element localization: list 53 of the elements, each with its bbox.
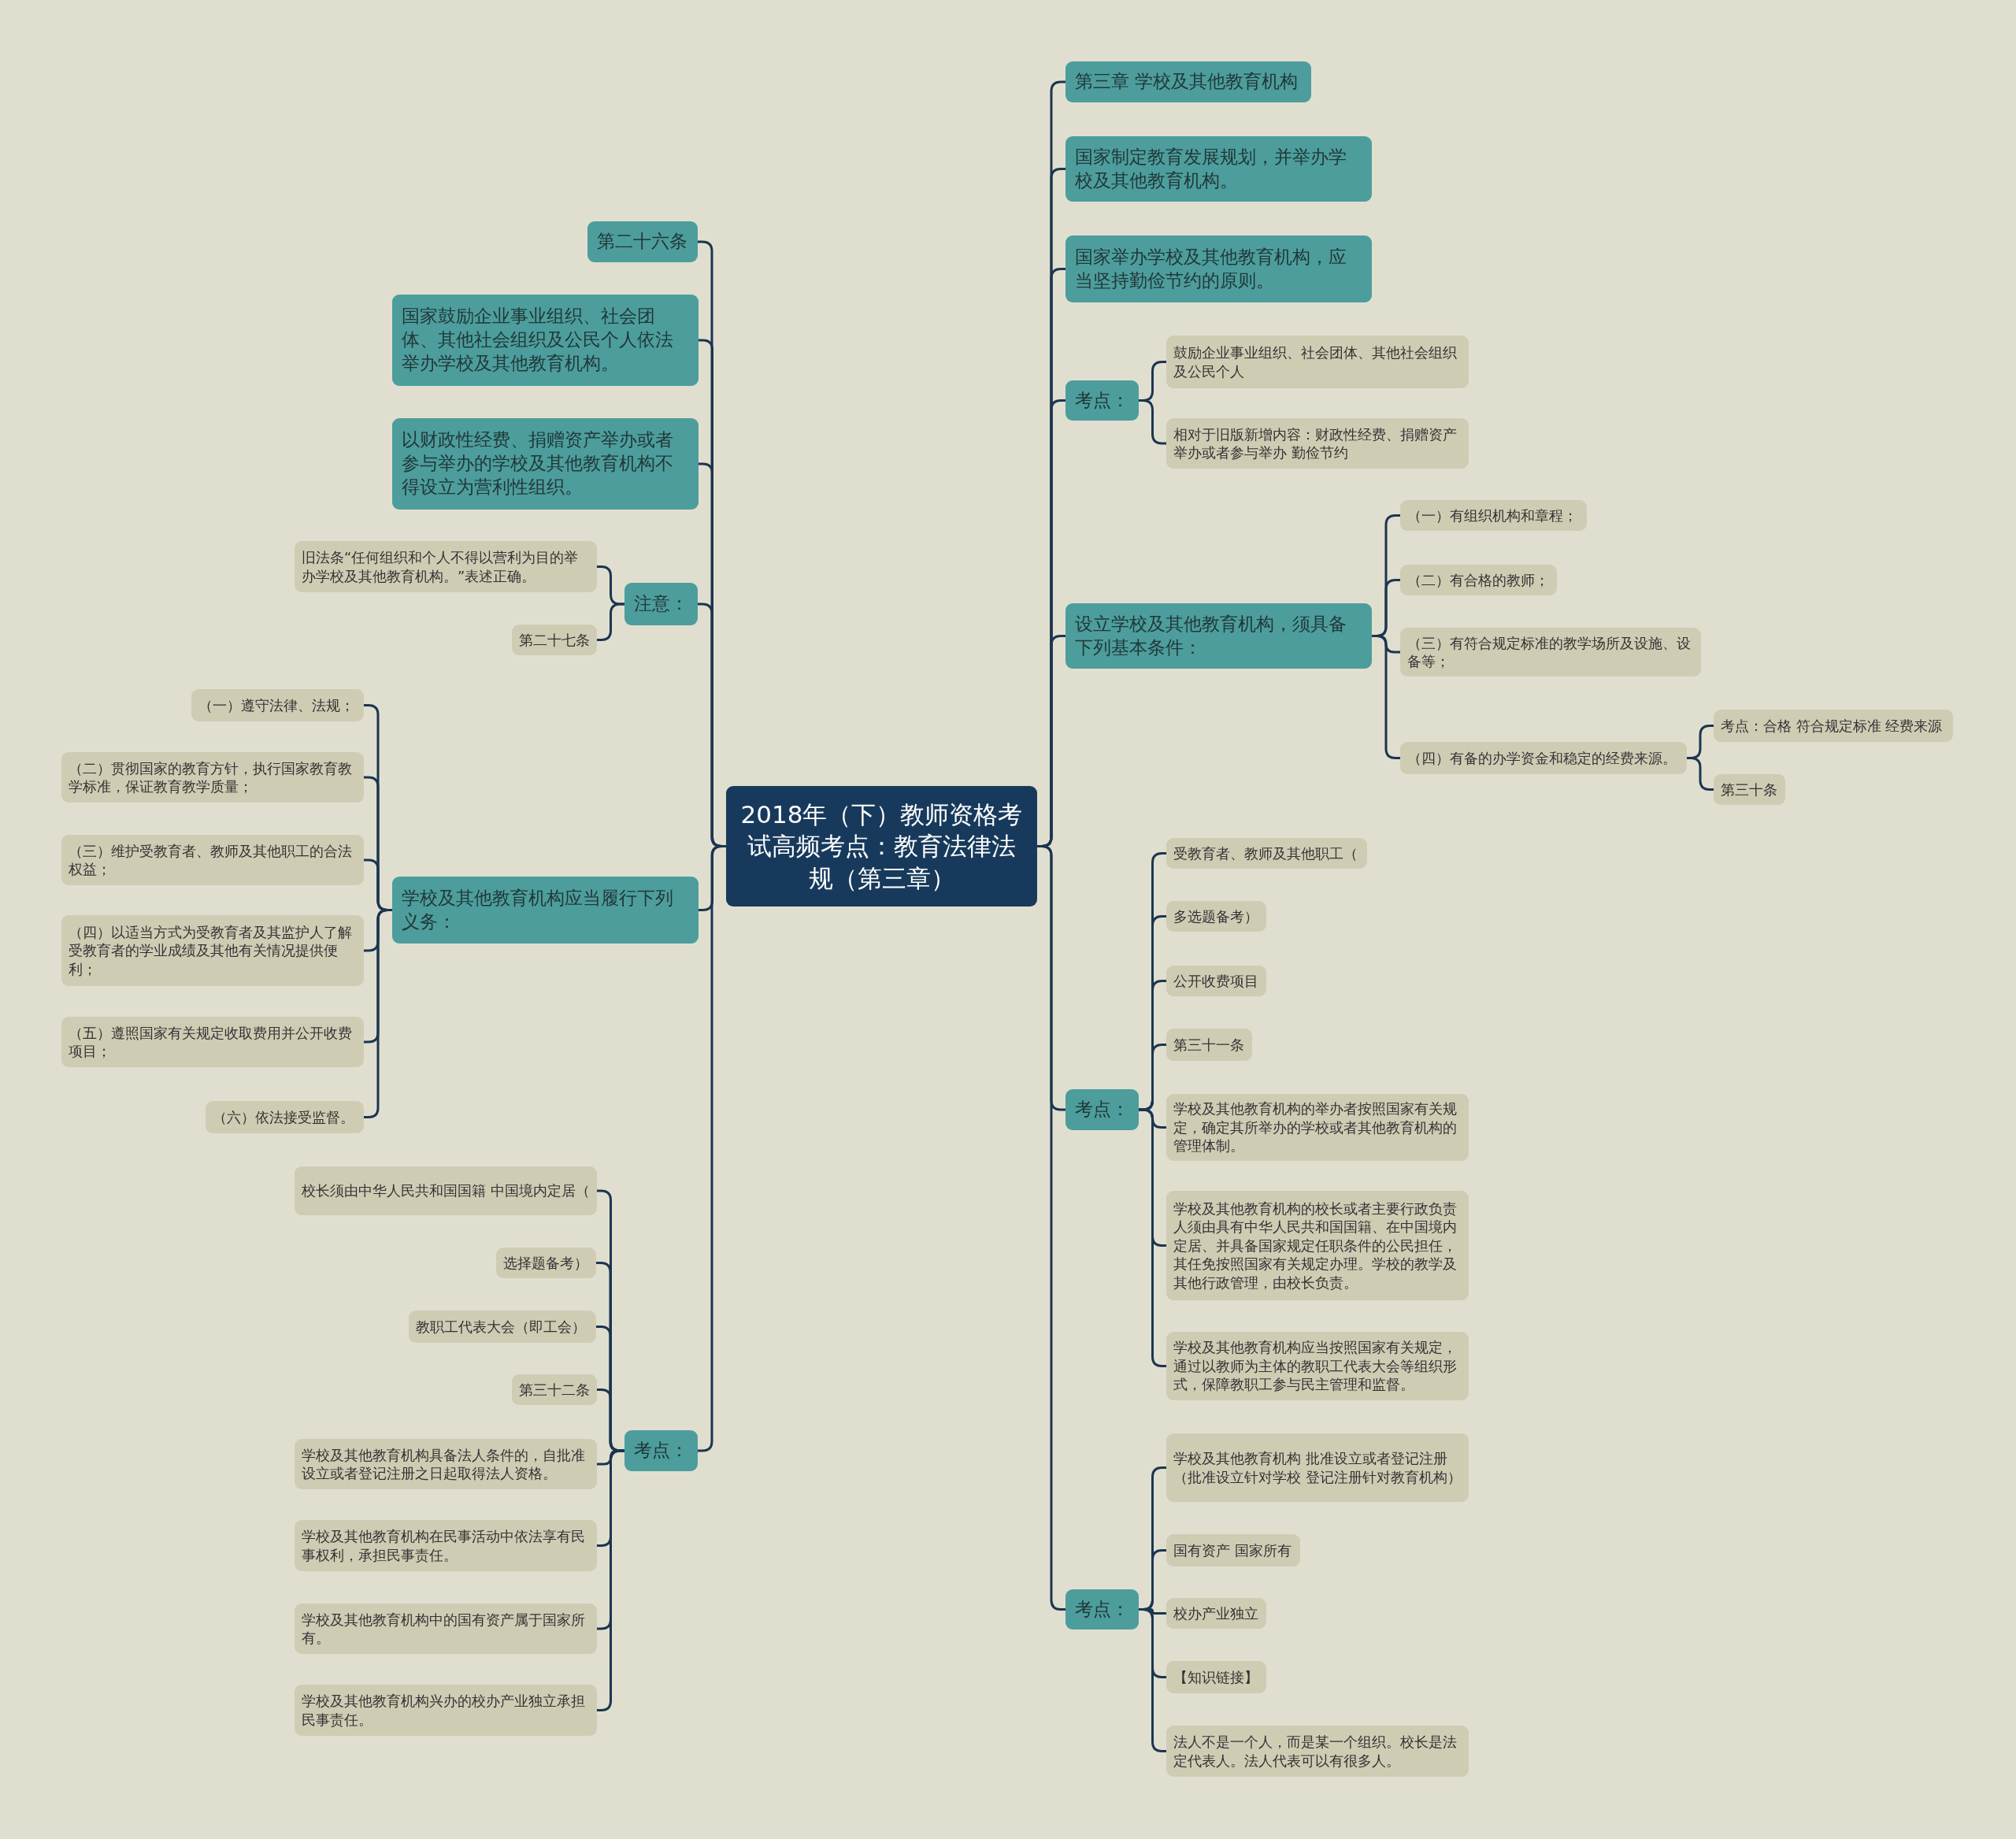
subtopic-box: 教职工代表大会（即工会） [409,1311,596,1343]
topic-box: 第二十六条 [587,221,698,262]
subtopic-box: 校长须由中华人民共和国国籍 中国境内定居（ [295,1166,597,1215]
subtopic-box: 学校及其他教育机构中的国有资产属于国家所有。 [295,1604,597,1654]
topic-box: 设立学校及其他教育机构，须具备下列基本条件： [1065,603,1372,669]
subtopic-box: （二）贯彻国家的教育方针，执行国家教育教学标准，保证教育教学质量； [61,752,364,803]
topic-box: 考点： [624,1430,698,1471]
subtopic-box: 鼓励企业事业组织、社会团体、其他社会组织及公民个人 [1166,336,1469,388]
topic-box: 考点： [1065,380,1139,421]
subtopic-box: 考点：合格 符合规定标准 经费来源 [1714,710,1953,742]
subtopic-box: 选择题备考） [496,1248,596,1278]
subtopic-box: 学校及其他教育机构 批准设立或者登记注册（批准设立针对学校 登记注册针对教育机构） [1166,1433,1469,1502]
subtopic-box: 学校及其他教育机构的校长或者主要行政负责人须由具有中华人民共和国国籍、在中国境内定居、并具备国家规定任职条件的公民担任，其任免按照国家有关规定办理。学校的教学及其他行政管理，由校长负责。 [1166,1191,1469,1300]
connector-line [1372,635,1400,759]
topic-box: 考点： [1065,1589,1139,1630]
subtopic-box: （二）有合格的教师； [1400,565,1557,595]
subtopic-box: 第三十一条 [1166,1029,1252,1061]
subtopic-box: （三）维护受教育者、教师及其他职工的合法权益； [61,835,364,885]
subtopic-box: （六）依法接受监督。 [206,1101,364,1133]
topic-box: 注意： [624,583,698,625]
subtopic-box: 公开收费项目 [1166,966,1266,996]
subtopic-box: 学校及其他教育机构兴办的校办产业独立承担民事责任。 [295,1685,597,1736]
connector-line [1687,757,1714,791]
subtopic-box: 多选题备考） [1166,901,1266,932]
subtopic-box: （五）遵照国家有关规定收取费用并公开收费项目； [61,1017,364,1067]
topic-box: 学校及其他教育机构应当履行下列义务： [392,877,699,944]
subtopic-box: 法人不是一个人，而是某一个组织。校长是法定代表人。法人代表可以有很多人。 [1166,1726,1469,1777]
subtopic-box: 第二十七条 [512,625,597,655]
subtopic-box: 旧法条“任何组织和个人不得以营利为目的举办学校及其他教育机构。”表述正确。 [295,541,597,592]
subtopic-box: 第三十条 [1714,774,1785,805]
topic-box: 第三章 学校及其他教育机构 [1065,61,1311,102]
connector-line [597,602,624,641]
topic-box: 以财政性经费、捐赠资产举办或者参与举办的学校及其他教育机构不得设立为营利性组织。 [392,418,699,510]
topic-box: 国家制定教育发展规划，并举办学校及其他教育机构。 [1065,136,1372,202]
subtopic-box: （一）遵守法律、法规； [191,689,364,721]
subtopic-box: 受教育者、教师及其他职工（ [1166,838,1367,869]
subtopic-box: 国有资产 国家所有 [1166,1534,1300,1566]
subtopic-box: 学校及其他教育机构在民事活动中依法享有民事权利，承担民事责任。 [295,1520,597,1571]
subtopic-box: （一）有组织机构和章程； [1400,500,1587,531]
subtopic-box: 学校及其他教育机构具备法人条件的，自批准设立或者登记注册之日起取得法人资格。 [295,1439,597,1489]
subtopic-box: （四）有备的办学资金和稳定的经费来源。 [1400,742,1687,774]
central-topic-box: 2018年（下）教师资格考试高频考点：教育法律法规（第三章） [726,786,1037,907]
subtopic-box: （四）以适当方式为受教育者及其监护人了解受教育者的学业成绩及其他有关情况提供便利； [61,915,364,986]
topic-box: 国家鼓励企业事业组织、社会团体、其他社会组织及公民个人依法举办学校及其他教育机构。 [392,295,699,386]
subtopic-box: 学校及其他教育机构应当按照国家有关规定，通过以教师为主体的教职工代表大会等组织形式，保障教职工参与民主管理和监督。 [1166,1332,1469,1400]
subtopic-box: 相对于旧版新增内容：财政性经费、捐赠资产举办或者参与举办 勤俭节约 [1166,418,1469,469]
subtopic-box: 第三十二条 [512,1374,597,1405]
subtopic-box: （三）有符合规定标准的教学场所及设施、设备等； [1400,628,1701,677]
subtopic-box: 【知识链接】 [1166,1661,1266,1693]
subtopic-box: 学校及其他教育机构的举办者按照国家有关规定，确定其所举办的学校或者其他教育机构的管理体制。 [1166,1094,1469,1161]
topic-box: 考点： [1065,1089,1139,1130]
topic-box: 国家举办学校及其他教育机构，应当坚持勤俭节约的原则。 [1065,235,1372,302]
subtopic-box: 校办产业独立 [1166,1598,1266,1629]
